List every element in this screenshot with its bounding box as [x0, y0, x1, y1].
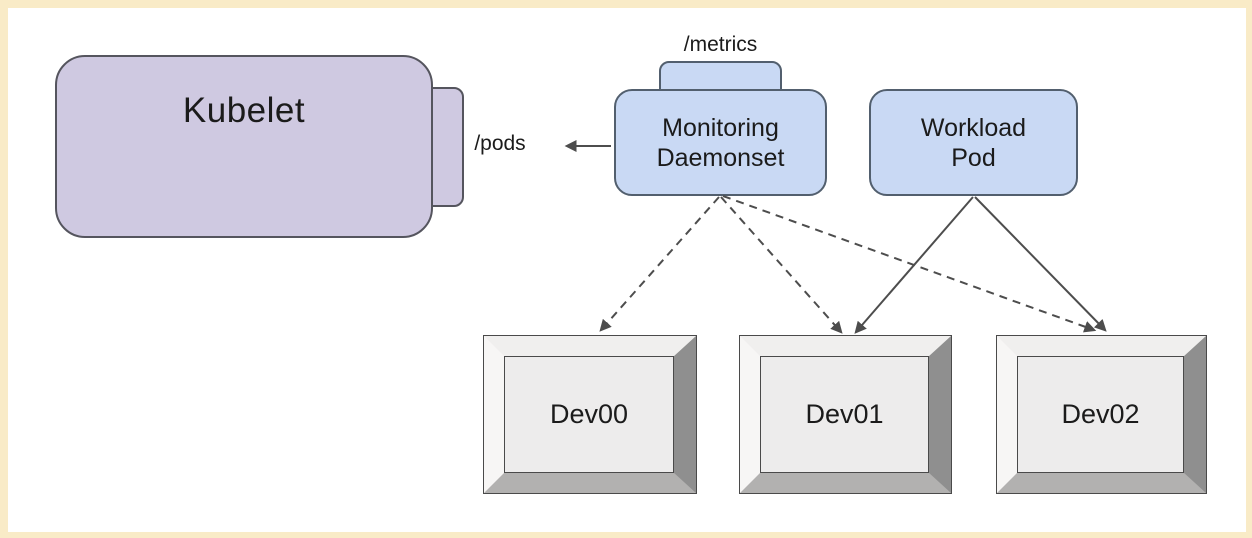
device-dev00: Dev00 [483, 335, 697, 494]
edge-monitoring-to-dev00 [599, 196, 720, 332]
edge-monitoring-to-dev01 [720, 196, 843, 334]
edge-workload-to-dev01 [854, 196, 974, 334]
device-dev01-label: Dev01 [805, 399, 884, 429]
pods-endpoint-label: /pods [474, 132, 526, 155]
monitoring-daemonset-box: Monitoring Daemonset [614, 89, 827, 196]
kubelet-label: Kubelet [182, 91, 306, 130]
device-dev00-label: Dev00 [549, 399, 629, 429]
edge-monitoring-to-dev02 [722, 195, 1097, 333]
monitoring-daemonset-label: Monitoring Daemonset [656, 113, 785, 172]
device-dev02: Dev02 [996, 335, 1207, 494]
kubelet-box: Kubelet [55, 55, 433, 238]
device-dev00-face: Dev00 [505, 357, 673, 472]
device-dev02-label: Dev02 [1061, 399, 1140, 429]
workload-pod-label: Workload Pod [920, 113, 1027, 172]
edge-workload-to-dev02 [974, 196, 1107, 332]
metrics-endpoint-label: /metrics [683, 33, 758, 56]
workload-pod-box: Workload Pod [869, 89, 1078, 196]
device-dev01-face: Dev01 [761, 357, 928, 472]
device-dev02-face: Dev02 [1018, 357, 1183, 472]
device-dev01: Dev01 [739, 335, 952, 494]
